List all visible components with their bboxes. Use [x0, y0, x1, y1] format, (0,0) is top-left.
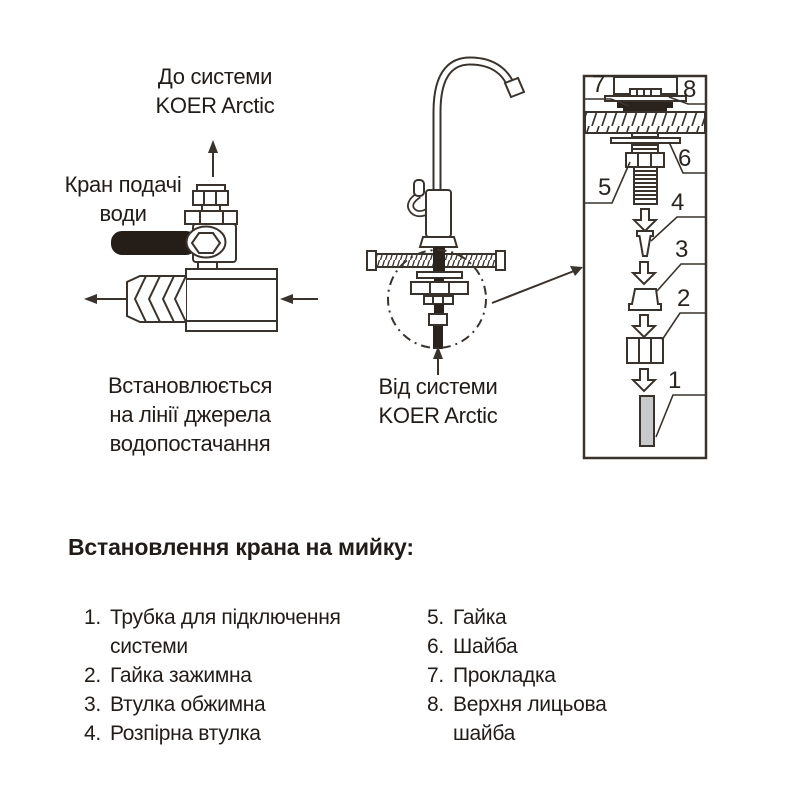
- part-number-2: 2: [677, 285, 691, 312]
- detail-circle: [387, 249, 487, 349]
- part-2-clamping-nut: [626, 337, 664, 364]
- list-item: 7. Прокладка: [427, 661, 621, 690]
- list-item-number: 2.: [84, 664, 101, 687]
- part-5-nut: [625, 152, 665, 168]
- part-number-5: 5: [598, 174, 612, 201]
- list-item-text: Втулка обжимна: [110, 693, 266, 716]
- supply-valve-drawing: [84, 140, 318, 332]
- list-item: 3. Втулка обжимна: [84, 690, 365, 719]
- list-item: 5. Гайка: [427, 603, 621, 632]
- faucet-drawing: [366, 56, 583, 375]
- list-item-text: Гайка: [453, 606, 507, 629]
- part-4-spacer-sleeve: [636, 230, 654, 257]
- list-item: 4. Розпірна втулка: [84, 719, 365, 748]
- list-item-text: Гайка зажимна: [110, 664, 252, 687]
- part-number-1: 1: [668, 367, 682, 394]
- list-item-number: 6.: [427, 635, 444, 658]
- list-item: 2. Гайка зажимна: [84, 661, 365, 690]
- list-item-number: 8.: [427, 693, 444, 716]
- list-item: 6. Шайба: [427, 632, 621, 661]
- list-item-number: 4.: [84, 722, 101, 745]
- leader-lines: [585, 96, 706, 438]
- down-arrow-icon: [630, 368, 658, 393]
- list-item-number: 1.: [84, 606, 101, 629]
- list-item-text: Шайба: [453, 635, 518, 658]
- list-item-number: 7.: [427, 664, 444, 687]
- list-item-number: 5.: [427, 606, 444, 629]
- list-item-text: Прокладка: [453, 664, 556, 687]
- part-number-4: 4: [671, 189, 685, 216]
- label-installed-on-line: Встановлюється на лінії джерела водопост…: [107, 373, 273, 456]
- down-arrow-icon: [630, 261, 658, 286]
- parts-list-left-column: 1. Трубка для підключення системи 2. Гай…: [84, 603, 365, 748]
- part-7-gasket: [617, 102, 673, 108]
- label-to-system: До системи KOER Arctic: [155, 64, 275, 118]
- list-item: 8. Верхня лицьова шайба: [427, 690, 621, 748]
- arrow-left-icon: [84, 294, 128, 304]
- label-from-system: Від системи KOER Arctic: [378, 374, 498, 428]
- label-supply-valve: Кран подачі води: [64, 172, 182, 226]
- down-arrow-icon: [631, 208, 659, 233]
- part-number-7: 7: [592, 71, 606, 98]
- arrow-to-exploded-view-icon: [491, 266, 583, 304]
- arrow-inlet-icon: [280, 294, 318, 304]
- part-1-tube: [639, 395, 655, 447]
- list-item-text: Розпірна втулка: [110, 722, 261, 745]
- valve-handle: [111, 231, 197, 255]
- parts-list-right-column: 5. Гайка 6. Шайба 7. Прокладка 8. Верхня…: [427, 603, 621, 748]
- part-3-crimp-sleeve: [628, 288, 662, 311]
- part-number-8: 8: [683, 76, 697, 103]
- sink-slab: [584, 111, 706, 134]
- arrow-up-icon: [208, 140, 218, 177]
- exploded-view-panel: [582, 74, 708, 460]
- spout-nozzle: [503, 76, 526, 99]
- arrow-up-from-system-icon: [433, 346, 443, 375]
- faucet-handle: [407, 179, 430, 218]
- list-item-number: 3.: [84, 693, 101, 716]
- part-number-6: 6: [678, 145, 692, 172]
- part-number-3: 3: [675, 236, 689, 263]
- list-item-text: Трубка для підключення системи: [110, 606, 341, 658]
- list-item: 1. Трубка для підключення системи: [84, 603, 365, 661]
- list-item-text: Верхня лицьова шайба: [453, 693, 607, 745]
- parts-list-heading: Встановлення крана на мийку:: [68, 534, 414, 560]
- down-arrow-icon: [630, 314, 658, 339]
- part-6-washer: [610, 137, 681, 144]
